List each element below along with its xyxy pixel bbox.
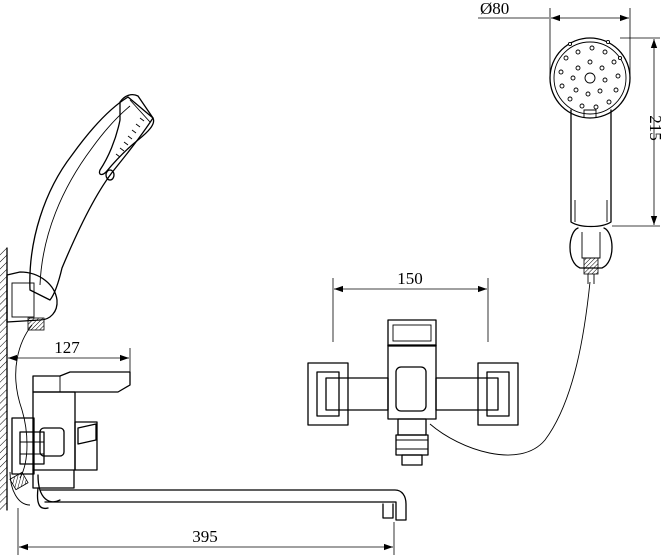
dimension-diameter-80-label: Ø80	[480, 0, 509, 18]
dimension-127-label: 127	[54, 338, 80, 357]
mixer-body-side	[11, 371, 131, 503]
nozzle-ticks	[115, 117, 145, 158]
mixer-front-view	[307, 281, 591, 466]
hand-shower-front-view	[549, 37, 631, 228]
dimension-diameter-80: Ø80	[478, 0, 631, 75]
hose-side	[15, 324, 33, 479]
spout-side	[9, 471, 407, 521]
dimension-395-label: 395	[192, 527, 218, 546]
dimension-395: 395	[17, 508, 395, 555]
dimension-150-label: 150	[397, 269, 423, 288]
shower-holder-side	[6, 271, 58, 331]
dimension-150: 150	[332, 269, 489, 342]
dimension-215: 215	[612, 37, 665, 227]
dimension-215-label: 215	[646, 115, 665, 141]
shower-nozzles	[558, 39, 623, 110]
dimension-127: 127	[6, 338, 131, 372]
hand-shower-side-view	[29, 94, 155, 301]
shower-holder-front	[569, 227, 613, 284]
wall	[0, 247, 8, 511]
